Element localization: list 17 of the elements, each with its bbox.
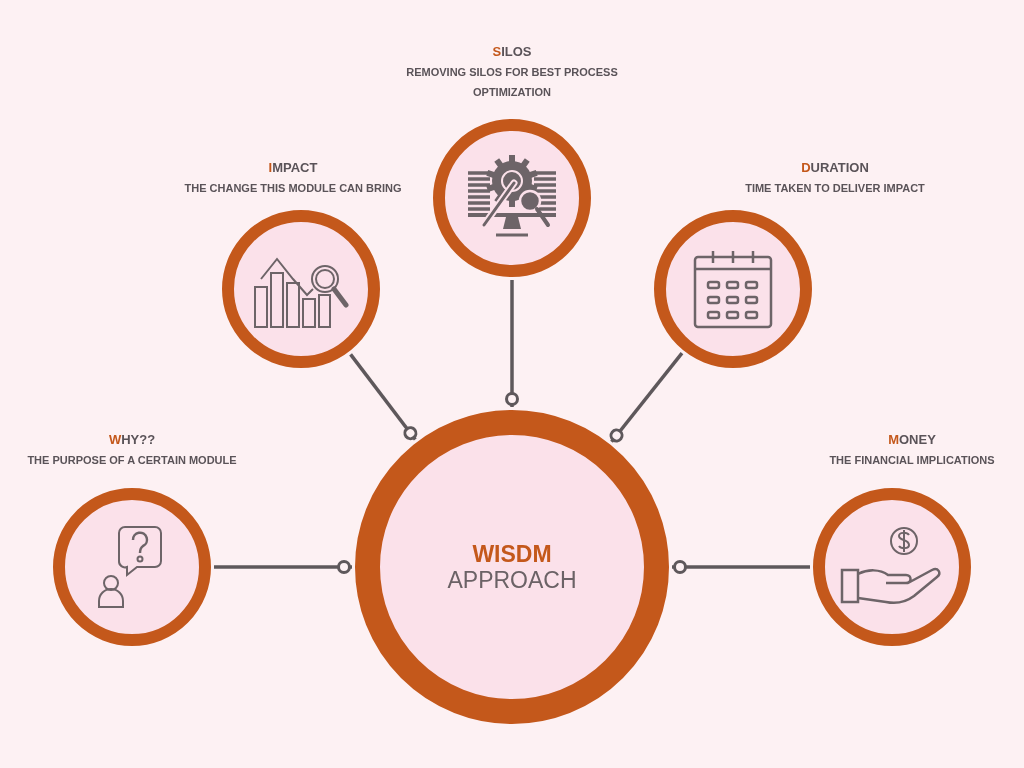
module-description: THE CHANGE THIS MODULE CAN BRING — [184, 181, 402, 196]
module-heading: IMPACT — [268, 159, 318, 177]
module-heading: DURATION — [801, 159, 869, 177]
connector-line — [214, 560, 352, 574]
module-heading: WHY?? — [108, 431, 156, 449]
connector-line — [505, 280, 519, 407]
center-title: WISDM — [472, 541, 552, 567]
module-description: THE PURPOSE OF A CERTAIN MODULE — [27, 453, 237, 468]
connector-line — [349, 353, 418, 441]
module-description: REMOVING SILOS FOR BEST PROCESS OPTIMIZATION — [405, 65, 619, 100]
module-heading: SILOS — [492, 43, 532, 61]
module-description: THE FINANCIAL IMPLICATIONS — [829, 453, 995, 468]
module-description: TIME TAKEN TO DELIVER IMPACT — [745, 181, 925, 196]
connector-line — [672, 560, 810, 574]
connector-line — [609, 352, 684, 443]
center-subtitle: APPROACH — [447, 567, 577, 593]
module-heading: MONEY — [888, 431, 936, 449]
